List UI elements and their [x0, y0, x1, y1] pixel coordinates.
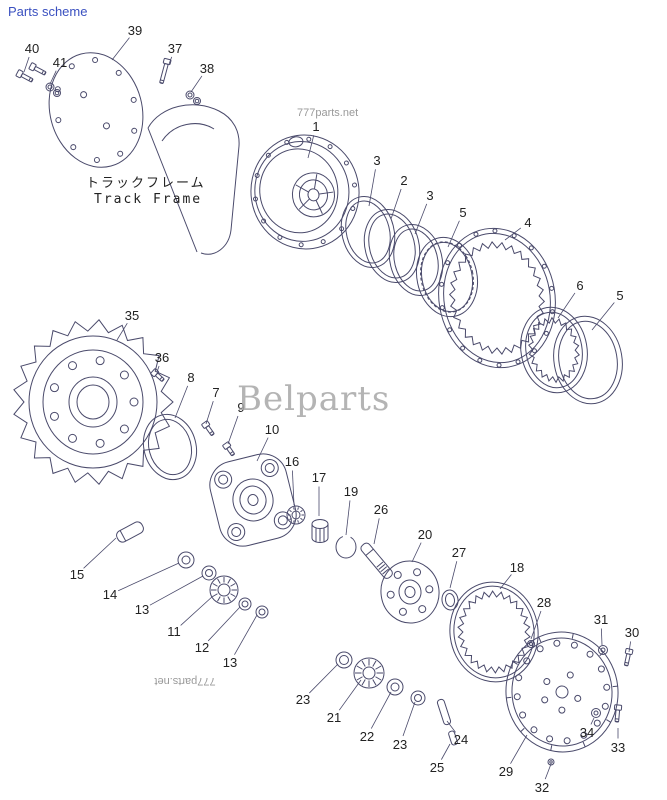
part-number-label: 5	[616, 288, 623, 303]
watermark-777parts-top: 777parts.net	[297, 107, 358, 119]
part-number-label: 39	[128, 23, 142, 38]
part-number-label: 23	[393, 737, 407, 752]
part-number-label: 7	[212, 385, 219, 400]
part-number-label: 3	[373, 153, 380, 168]
part-number-label: 10	[265, 422, 279, 437]
part-number-label: 38	[200, 61, 214, 76]
part-number-label: 34	[580, 725, 594, 740]
part-number-label: 4	[524, 215, 531, 230]
part-number-label: 24	[454, 732, 468, 747]
part-number-label: 14	[103, 587, 117, 602]
part-number-label: 28	[537, 595, 551, 610]
part-number-labels: 4041393738132354653536879101617192620271…	[25, 23, 639, 795]
part-number-label: 27	[452, 545, 466, 560]
part-number-label: 2	[400, 173, 407, 188]
part-number-label: 30	[625, 625, 639, 640]
part-number-label: 5	[459, 205, 466, 220]
part-number-label: 37	[168, 41, 182, 56]
part-number-label: 21	[327, 710, 341, 725]
part-number-label: 1	[312, 119, 319, 134]
part-number-label: 41	[53, 55, 67, 70]
part-number-label: 32	[535, 780, 549, 795]
leader-lines	[23, 37, 632, 780]
part-number-label: 12	[195, 640, 209, 655]
track-frame-label-jp: トラックフレーム	[86, 176, 206, 191]
part-number-label: 29	[499, 764, 513, 779]
part-number-label: 26	[374, 502, 388, 517]
part-number-label: 13	[135, 602, 149, 617]
part-number-label: 33	[611, 740, 625, 755]
part-number-label: 3	[426, 188, 433, 203]
part-number-label: 20	[418, 527, 432, 542]
part-number-label: 13	[223, 655, 237, 670]
part-number-label: 6	[576, 278, 583, 293]
watermark-777parts-bottom: 777parts.net	[154, 675, 215, 687]
part-number-label: 17	[312, 470, 326, 485]
part-number-label: 11	[167, 624, 181, 639]
parts-scheme-link[interactable]: Parts scheme	[8, 4, 88, 19]
part-number-label: 36	[155, 350, 169, 365]
part-number-label: 9	[237, 400, 244, 415]
exploded-parts-drawing	[13, 52, 634, 766]
part-number-label: 25	[430, 760, 444, 775]
part-number-label: 15	[70, 567, 84, 582]
part-number-label: 8	[187, 370, 194, 385]
watermark-belparts: Belparts	[237, 379, 390, 419]
part-number-label: 35	[125, 308, 139, 323]
track-frame-label-en: Track Frame	[94, 192, 202, 207]
part-number-label: 19	[344, 484, 358, 499]
part-number-label: 23	[296, 692, 310, 707]
part-number-label: 18	[510, 560, 524, 575]
part-number-label: 22	[360, 729, 374, 744]
part-number-label: 31	[594, 612, 608, 627]
part-number-label: 40	[25, 41, 39, 56]
part-number-label: 16	[285, 454, 299, 469]
